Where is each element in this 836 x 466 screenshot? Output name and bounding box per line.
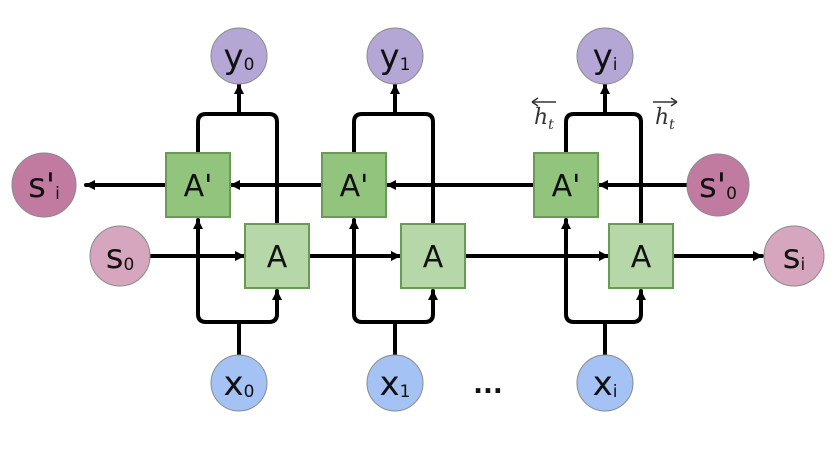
input-edge-to-aprime-1 [349,218,397,357]
output-node-2-label: yi [593,37,618,77]
output-edge-from-aprime-2 [564,112,607,155]
input-edge-to-a-0 [237,289,282,324]
nodes: A' A' A' A A Ay0 y1 yi x0 x1 xi s0 si s'0 s'i [11,27,825,412]
backward-state-start-label: s'0 [699,166,737,206]
output-node-1-shape [366,27,424,85]
output-node-0-shape [210,27,268,85]
output-node-2-shape [576,27,634,85]
forward-cell-1-shape [400,223,466,289]
forward-state-start-shape [89,225,151,287]
input-node-0-label: x0 [224,364,255,404]
input-node-1-label: x1 [380,364,411,404]
output-node-1: y1 [366,27,424,85]
backward-cell-0-shape [165,152,231,218]
backward-state-end: s'i [11,152,77,218]
input-edge-to-a-2 [603,289,646,324]
backward-cell-1-label: A' [340,169,369,204]
forward-cell-2-label: A [631,240,652,275]
input-node-2: xi [576,354,634,412]
forward-state-end-label: si [783,237,805,277]
backward-state-start: s'0 [686,153,750,217]
input-edge-to-aprime-2 [561,218,607,357]
input-node-1: x1 [366,354,424,412]
forward-state-start-label: s0 [106,237,135,277]
hidden-label-forward: hth_t (→) [653,97,678,133]
forward-cell-0-shape [244,223,310,289]
forward-cell-2: A [608,223,674,289]
output-node-1-label: y1 [380,37,411,77]
output-edge-from-a-0 [234,83,279,226]
forward-cell-1: A [400,223,466,289]
output-edge-from-aprime-1 [352,112,397,155]
input-node-0: x0 [210,354,268,412]
input-node-2-label: xi [593,364,618,404]
backward-cell-2-shape [533,152,599,218]
forward-cell-0-label: A [267,240,288,275]
forward-cell-1-label: A [423,240,444,275]
output-edge-from-a-1 [390,83,435,226]
input-node-2-shape [576,354,634,412]
forward-cell-0: A [244,223,310,289]
forward-state-start: s0 [89,225,151,287]
ellipsis: ... [473,370,503,400]
backward-state-end-shape [11,152,77,218]
input-edge-to-a-1 [393,289,438,324]
backward-state-end-label: s'i [28,166,60,206]
output-node-0-label: y0 [224,37,255,77]
labels: ... hth_t (←) hth_t (→) [473,97,678,400]
backward-state-start-shape [686,153,750,217]
output-node-0: y0 [210,27,268,85]
backward-cell-1: A' [321,152,387,218]
output-edge-from-aprime-0 [196,112,241,155]
hidden-label-backward: hth_t (←) [531,97,556,133]
backward-cell-1-shape [321,152,387,218]
backward-cell-0-label: A' [184,169,213,204]
forward-state-end-shape [763,225,825,287]
svg-text:ht: ht [534,105,554,133]
output-edge-from-a-2 [600,83,643,226]
svg-text:ht: ht [655,105,675,133]
output-node-2: yi [576,27,634,85]
backward-cell-0: A' [165,152,231,218]
input-node-0-shape [210,354,268,412]
backward-cell-2-label: A' [552,169,581,204]
input-edge-to-aprime-0 [193,218,241,357]
forward-cell-2-shape [608,223,674,289]
edges [84,83,764,357]
input-node-1-shape [366,354,424,412]
forward-state-end: si [763,225,825,287]
backward-cell-2: A' [533,152,599,218]
